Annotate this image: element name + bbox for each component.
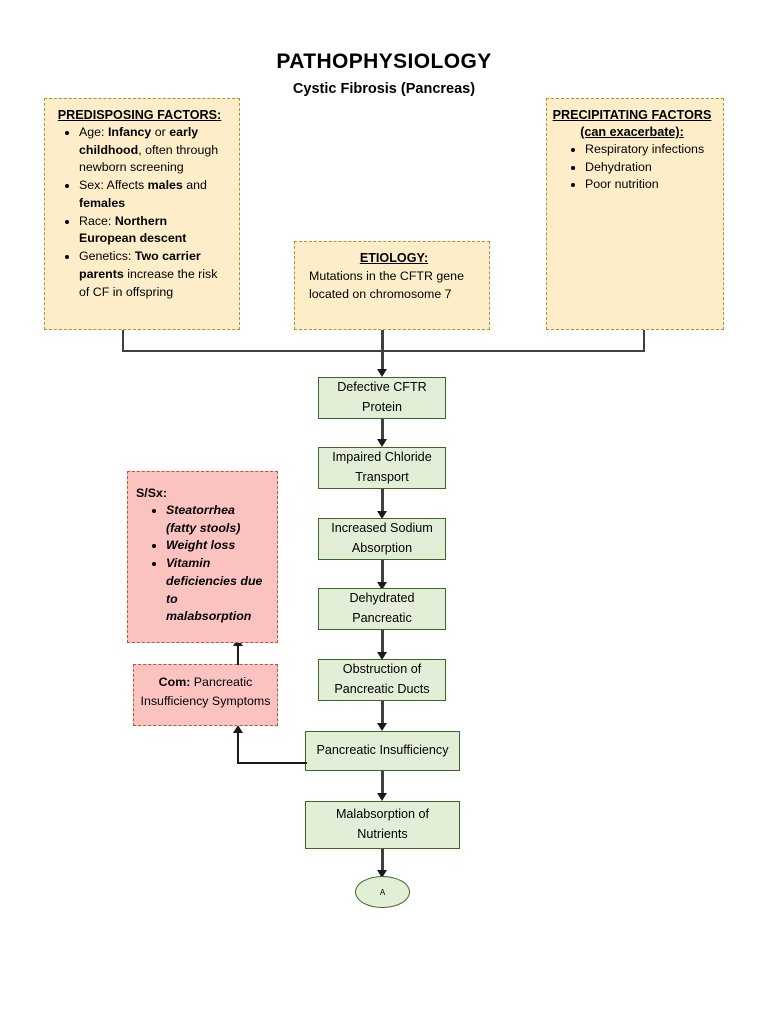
connector-line-precipitating-down xyxy=(643,330,645,352)
flow-step-increased-sodium-absorption: Increased Sodium Absorption xyxy=(318,518,446,560)
predisposing-factors-list: Age: Infancy or early childhood, often t… xyxy=(49,124,230,301)
ssx-heading: S/Sx: xyxy=(136,486,167,500)
flow-step-defective-cftr-protein: Defective CFTR Protein xyxy=(318,377,446,419)
etiology-body: Mutations in the CFTR gene located on ch… xyxy=(309,269,464,301)
etiology-box: ETIOLOGY: Mutations in the CFTR gene loc… xyxy=(294,241,490,330)
connector-line-branch-vertical xyxy=(237,732,239,763)
connector-line-branch-horizontal xyxy=(237,762,307,764)
arrow-into-connector-circle xyxy=(376,870,387,878)
flow-step-malabsorption-of-nutrients: Malabsorption of Nutrients xyxy=(305,801,460,849)
list-item: Sex: Affects males and females xyxy=(79,177,224,212)
list-item: Genetics: Two carrier parents increase t… xyxy=(79,248,224,301)
list-item: Poor nutrition xyxy=(585,176,711,194)
connector-line-horizontal-top xyxy=(122,350,645,352)
connector-line-3 xyxy=(381,560,384,586)
connector-line-predisposing-down xyxy=(122,330,124,352)
list-item: Age: Infancy or early childhood, often t… xyxy=(79,124,224,177)
complication-text: Pancreatic Insufficiency Symptoms xyxy=(140,675,271,708)
arrow-into-dehydrated-pancreatic xyxy=(376,582,387,590)
flow-step-pancreatic-insufficiency: Pancreatic Insufficiency xyxy=(305,731,460,771)
arrow-into-complication-box xyxy=(232,725,243,733)
list-item: Race: Northern European descent xyxy=(79,213,224,248)
connector-line-etiology-down xyxy=(381,330,384,373)
flow-step-dehydrated-pancreatic: Dehydrated Pancreatic xyxy=(318,588,446,630)
arrow-into-impaired-chloride-transport xyxy=(376,439,387,447)
list-item: Respiratory infections xyxy=(585,141,711,159)
arrow-into-increased-sodium-absorption xyxy=(376,511,387,519)
flow-step-impaired-chloride-transport: Impaired Chloride Transport xyxy=(318,447,446,489)
flow-step-obstruction-of-pancreatic-ducts: Obstruction of Pancreatic Ducts xyxy=(318,659,446,701)
precipitating-factors-box: PRECIPITATING FACTORS (can exacerbate): … xyxy=(546,98,724,330)
precipitating-factors-heading-line1: PRECIPITATING FACTORS xyxy=(552,108,712,122)
connector-line-5 xyxy=(381,701,384,727)
list-item: Vitamin deficiencies due to malabsorptio… xyxy=(166,555,265,626)
ssx-list: Steatorrhea (fatty stools) Weight loss V… xyxy=(136,502,271,626)
arrow-into-defective-cftr xyxy=(376,369,387,377)
list-item: Dehydration xyxy=(585,159,711,177)
list-item: Steatorrhea (fatty stools) xyxy=(166,502,265,537)
connector-line-6 xyxy=(381,771,384,797)
connector-line-complication-to-ssx xyxy=(237,645,239,665)
page-subtitle: Cystic Fibrosis (Pancreas) xyxy=(292,81,476,97)
ssx-box: S/Sx: Steatorrhea (fatty stools) Weight … xyxy=(127,471,278,643)
arrow-into-malabsorption-of-nutrients xyxy=(376,793,387,801)
complication-box: Com: Pancreatic Insufficiency Symptoms xyxy=(133,664,278,726)
predisposing-factors-box: PREDISPOSING FACTORS: Age: Infancy or ea… xyxy=(44,98,240,330)
predisposing-factors-heading: PREDISPOSING FACTORS: xyxy=(57,108,222,122)
page-title: PATHOPHYSIOLOGY xyxy=(276,50,492,73)
arrow-into-pancreatic-insufficiency xyxy=(376,723,387,731)
precipitating-factors-heading-line2: (can exacerbate): xyxy=(580,125,684,139)
arrow-into-obstruction-of-pancreatic-ducts xyxy=(376,652,387,660)
connector-line-7 xyxy=(381,849,384,874)
list-item: Weight loss xyxy=(166,537,265,555)
connector-line-4 xyxy=(381,630,384,656)
precipitating-factors-list: Respiratory infections Dehydration Poor … xyxy=(547,141,717,194)
complication-label: Com: xyxy=(158,675,191,689)
offpage-connector-circle: A xyxy=(355,876,410,908)
connector-line-1 xyxy=(381,419,384,443)
etiology-heading: ETIOLOGY: xyxy=(359,251,429,265)
connector-line-2 xyxy=(381,489,384,515)
